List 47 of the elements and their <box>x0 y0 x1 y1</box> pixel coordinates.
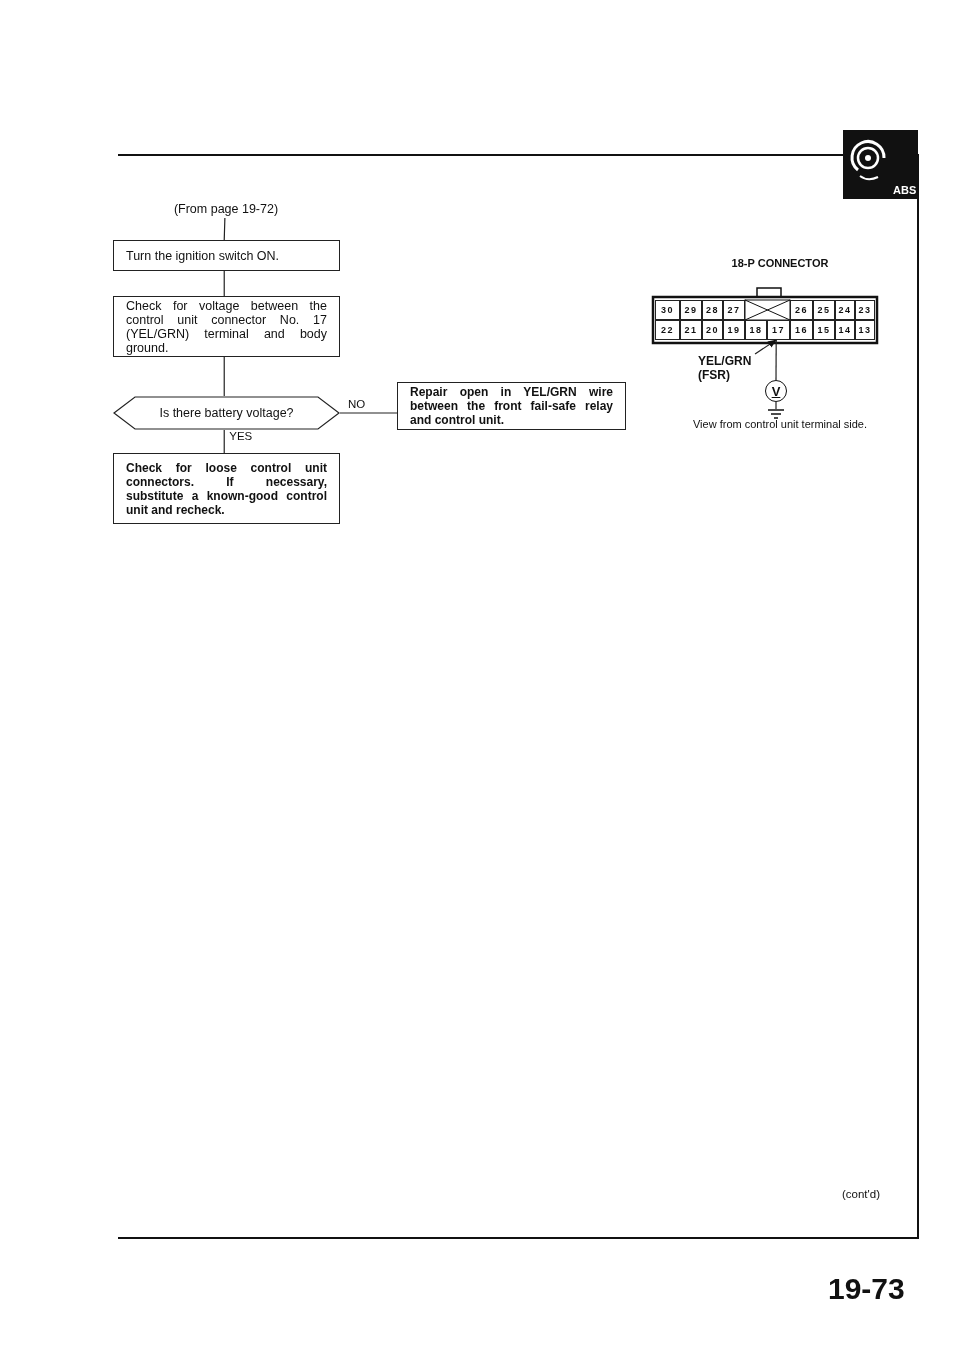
connector-title: 18-P CONNECTOR <box>731 257 829 269</box>
terminal-cell: 16 <box>790 320 813 340</box>
note-text: (From page 19-72) <box>172 202 280 216</box>
terminal-cell: 28 <box>702 300 723 320</box>
ground-symbol <box>767 409 785 419</box>
edge-label: YES <box>228 430 254 443</box>
step-text: Is there battery voltage? <box>158 406 295 420</box>
terminal-cell: 14 <box>835 320 855 340</box>
continued-note: (cont'd) <box>842 1188 880 1200</box>
view-note: View from control unit terminal side. <box>693 418 867 430</box>
terminal-cell: 20 <box>702 320 723 340</box>
connector-line <box>775 401 777 410</box>
terminal-cell: 13 <box>855 320 875 340</box>
connector-line <box>223 270 225 297</box>
terminal-cell: 26 <box>790 300 813 320</box>
step-text: Check for voltage between the control unit connector No. 17 (YEL/GRN) terminal and body ground. <box>126 298 327 355</box>
leader-line <box>754 339 777 355</box>
voltmeter-symbol: V <box>765 380 787 402</box>
process-box <box>397 382 626 430</box>
terminal-cell: 18 <box>745 320 767 340</box>
note-text: YEL/GRN (FSR) <box>698 354 753 382</box>
badge-text: ABS <box>893 184 917 196</box>
terminal-cell: 23 <box>855 300 875 320</box>
terminal-cell: 27 <box>723 300 745 320</box>
connector-line <box>339 412 398 414</box>
decision-hexagon <box>113 396 340 430</box>
edge-label: NO <box>347 398 367 411</box>
terminal-cell: 19 <box>723 320 745 340</box>
terminal-cell: 25 <box>813 300 835 320</box>
terminal-cell: 24 <box>835 300 855 320</box>
terminal-cell: 22 <box>655 320 680 340</box>
step-text: Turn the ignition switch ON. <box>126 248 281 263</box>
terminal-cell: 29 <box>680 300 702 320</box>
page-number: 19-73 <box>828 1272 905 1306</box>
connector-line <box>223 356 225 397</box>
process-box <box>113 296 340 357</box>
connector-line <box>775 339 777 381</box>
process-box <box>113 240 340 271</box>
terminal-cell: 21 <box>680 320 702 340</box>
terminal-cell: 30 <box>655 300 680 320</box>
step-text: Repair open in YEL/GRN wire between the front fail-safe relay and control unit. <box>410 385 613 427</box>
connector-line <box>223 217 226 241</box>
connector-line <box>223 429 225 454</box>
process-box <box>113 453 340 524</box>
terminal-cell: 15 <box>813 320 835 340</box>
step-text: Check for loose control unit connectors. If necessary, substitute a known-good control unit and recheck. <box>126 460 327 517</box>
terminal-cell: 17 <box>767 320 790 340</box>
